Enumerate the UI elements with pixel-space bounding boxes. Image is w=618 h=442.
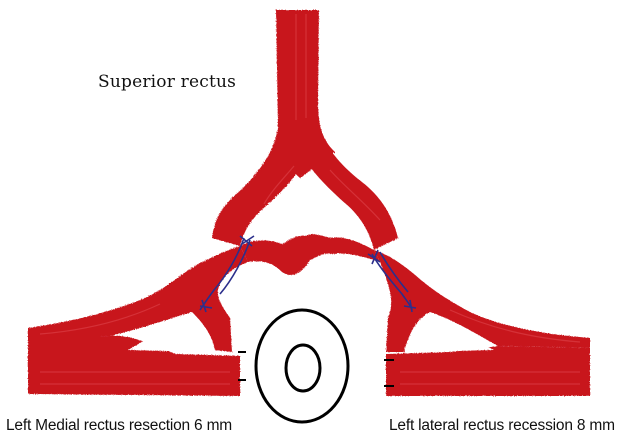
lateral-rectus-lower xyxy=(386,346,590,396)
superior-rectus-right-split xyxy=(306,125,398,250)
medial-rectus-lower xyxy=(28,336,240,396)
superior-rectus-label: Superior rectus xyxy=(98,74,236,91)
superior-rectus-left-split xyxy=(212,128,300,246)
central-band xyxy=(240,234,380,275)
lateral-rectus-label: Left lateral rectus recession 8 mm xyxy=(389,418,615,434)
globe-inner-circle xyxy=(286,345,320,391)
medial-rectus-label: Left Medial rectus resection 6 mm xyxy=(6,418,232,434)
medial-rectus-upper xyxy=(28,246,248,352)
